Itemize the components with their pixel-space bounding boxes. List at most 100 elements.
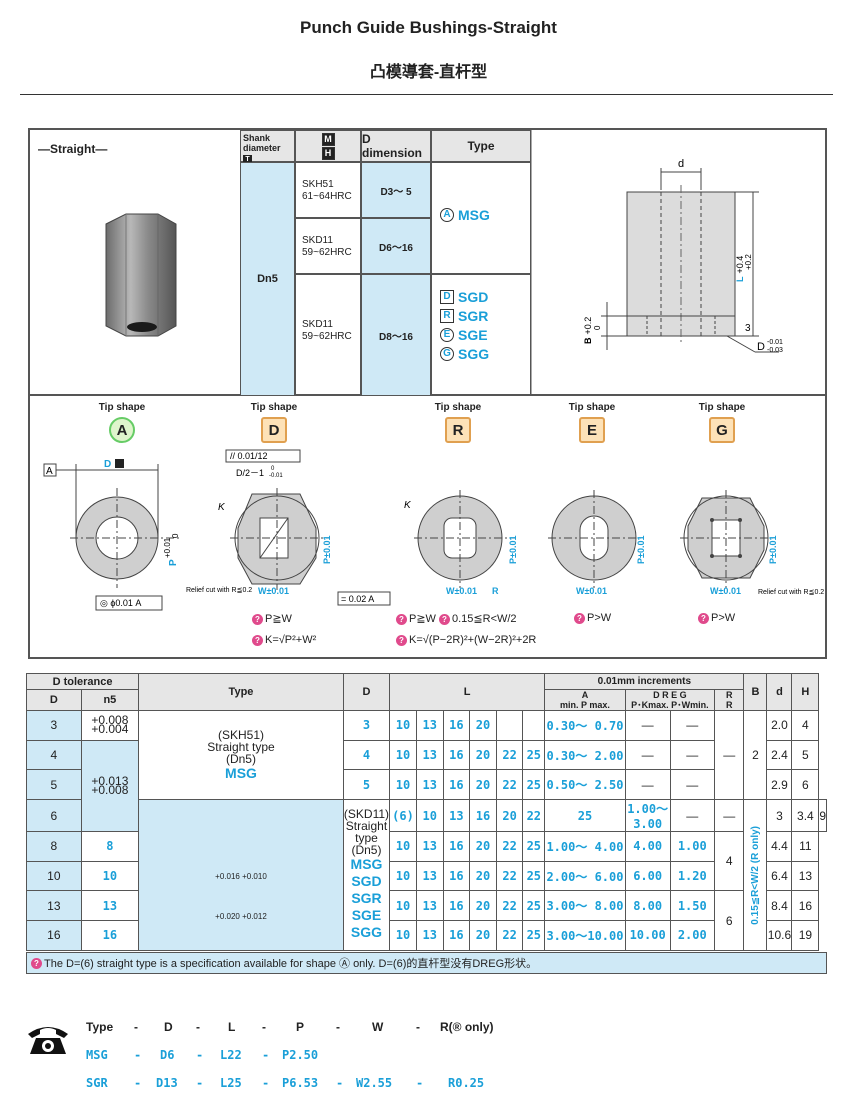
question-icon: ? (439, 613, 450, 625)
p-tol-a-top: +0.01 (163, 537, 172, 558)
cell-l: 16 (442, 831, 471, 862)
cell-l: 10 (389, 920, 417, 951)
formula-e-1: ?P>W (574, 612, 611, 624)
cell-d: 3 (26, 710, 82, 741)
cell-l: 10 (389, 769, 417, 801)
cell-pa: 3.00～10.00 (544, 920, 626, 951)
spec-table: D tolerance Type D L 0.01mm increments B… (25, 673, 827, 951)
b-label: B+0.2 (583, 317, 593, 344)
cell-l: 13 (415, 920, 444, 951)
order-head-d: D (164, 1020, 173, 1034)
cell-l: 10 (389, 890, 417, 922)
cell-h: 11 (791, 831, 820, 862)
note-text: The D=(6) straight type is a specificati… (44, 958, 538, 970)
cell-dval: 4 (342, 739, 391, 771)
cell-l: 25 (522, 860, 546, 892)
p-tol-d: P±0.01 (322, 536, 332, 564)
header-mh: M H (295, 130, 361, 162)
cell-pa: 3.00～ 8.00 (544, 890, 626, 922)
formula-r-2: ?K=√(P−2R)²+(W−2R)²+2R (396, 634, 536, 646)
order-sep: - (134, 1076, 142, 1090)
order-head-p: P (296, 1020, 305, 1034)
cell-pa: 2.00～ 6.00 (544, 860, 626, 892)
cell-b: 6 (714, 890, 745, 951)
formula-r-1: ?P≧W ?0.15≦R<W/2 (396, 612, 517, 625)
cell-l: 10 (389, 831, 417, 862)
type-name: SGG (458, 345, 490, 362)
order-example-2: SGR - D13 - L25 - P6.53 - W2.55 - R0.25 (26, 1076, 726, 1096)
cell-l: 16 (442, 739, 471, 771)
d-t-label: D (104, 459, 111, 470)
formula-text: P>W (587, 612, 612, 624)
cell-r-range: 0.15≦R<W/2 (R only) (743, 799, 768, 951)
table-row: 10 10 10 13 16 20 22 25 2.00～ 6.00 6.00 … (26, 860, 827, 892)
k-label-d: K (218, 502, 226, 513)
cell-pa: 0.50～ 2.50 (544, 769, 626, 801)
type-dn5: (Dn5) (351, 843, 382, 858)
r-sub: R (726, 700, 733, 710)
d-range-3: D8～16 (361, 274, 431, 396)
order-sep: - (196, 1076, 204, 1090)
cell-b: 2 (743, 709, 768, 801)
tip-badge-g: G (709, 417, 735, 443)
cell-h: 13 (791, 860, 820, 892)
cell-pk: — (624, 710, 671, 741)
cell-pw: — (669, 739, 716, 771)
half-tol-bottom: -0.01 (269, 473, 283, 479)
th-b: B (743, 673, 768, 711)
page-subtitle: 凸模導套-直杆型 (369, 64, 488, 81)
drawing-d-label: d (678, 158, 684, 170)
order-sep: - (134, 1048, 142, 1062)
cell-l: 22 (495, 831, 524, 862)
r-label: R (492, 586, 499, 596)
type-desc: Straight type (207, 739, 275, 754)
shank-value: Dn5 (240, 162, 295, 396)
w-tol-r: W±0.01 (446, 586, 477, 596)
formula-text: P>W (711, 612, 736, 624)
p-tol-r: P±0.01 (508, 536, 518, 564)
cell-l: 16 (442, 710, 471, 741)
cell-l: 22 (495, 860, 524, 892)
header-shank-diameter: Shank diameter T tolerance (240, 130, 295, 174)
t-mark-icon: T (243, 155, 252, 164)
cell-type-skd11: (SKD11) Straight type (Dn5) MSG SGD SGR … (342, 799, 391, 951)
question-icon: ? (698, 612, 709, 624)
cell-h: 6 (791, 769, 820, 801)
order-sep: - (196, 1048, 204, 1062)
cell-l: 22 (522, 799, 546, 833)
d-range-2: D6～16 (361, 218, 431, 274)
th-d: D (342, 673, 391, 711)
cell-l: 20 (469, 860, 497, 892)
order-head-l: L (228, 1020, 236, 1034)
tip-badge-d: D (261, 417, 287, 443)
relief-label-g: Relief cut with R≦0.2 (758, 589, 824, 596)
order-val: R0.25 (448, 1076, 485, 1090)
cell-pw: — (714, 799, 745, 833)
cell-l: 13 (415, 831, 444, 862)
type-name: SGD (351, 873, 382, 890)
tip-title: Tip shape (98, 402, 146, 413)
cell-tol: +0.016 +0.010 (215, 871, 267, 881)
type-group-1: A MSG (431, 162, 531, 274)
d-range-1: D3～ 5 (361, 162, 431, 218)
cell-l: 13 (415, 710, 444, 741)
cell-dval: (6) (389, 799, 417, 833)
cell-l: 25 (522, 920, 546, 951)
table-row: 5 5 10 13 16 20 22 25 0.50～ 2.50 — — 2.9… (26, 769, 827, 801)
order-head-r: R(® only) (440, 1020, 494, 1034)
order-head-type: Type (86, 1020, 114, 1034)
cell-d-small: 2.0 (766, 710, 793, 741)
spec-panel: —Straight— Shank diameter T tolerance M (28, 128, 827, 659)
drawing-d-big: D (757, 341, 765, 353)
type-name: MSG (350, 856, 383, 873)
material-name: SKD11 (302, 235, 333, 246)
cell-tol: +0.013 +0.008 (80, 739, 140, 833)
ref-a-label: A (46, 466, 53, 477)
cell-pk: — (669, 799, 716, 833)
cell-l: 10 (389, 710, 417, 741)
cell-r-dash: — (714, 709, 745, 801)
